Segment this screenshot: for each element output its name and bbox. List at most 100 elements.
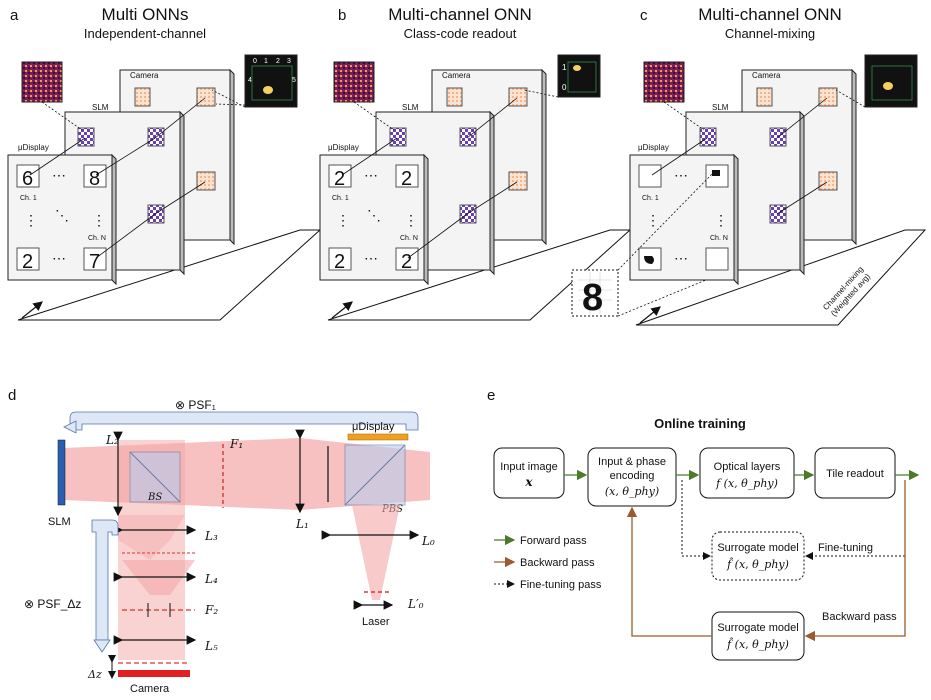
svg-text:x: x [524,475,533,489]
svg-text:f̂ (x, θ_phy): f̂ (x, θ_phy) [726,638,789,651]
svg-text:Ch. N: Ch. N [88,235,106,242]
svg-text:⋯: ⋯ [364,250,378,266]
svg-text:SLM: SLM [402,103,419,112]
svg-text:μDisplay: μDisplay [638,143,669,152]
digit-a-tl: 6 [22,168,33,190]
svg-text:⋯: ⋯ [674,250,688,266]
digit-a-bl: 2 [22,251,33,273]
svg-text:encoding: encoding [610,470,655,482]
camera-label: Camera [130,71,159,80]
svg-text:(x, θ_phy): (x, θ_phy) [605,485,659,498]
svg-text:F₁: F₁ [229,437,243,451]
svg-text:⋮: ⋮ [404,212,418,228]
panel-b-title: Multi-channel ONN [388,5,532,24]
svg-text:Fine-tuning: Fine-tuning [818,542,873,554]
svg-text:L₄: L₄ [204,572,218,586]
svg-text:⋮: ⋮ [646,212,660,228]
svg-text:5: 5 [292,77,296,84]
svg-text:μDisplay: μDisplay [328,143,359,152]
panel-e: e Online training Input image x Input & … [487,387,920,661]
svg-text:Input & phase: Input & phase [598,456,666,468]
svg-text:4: 4 [248,77,252,84]
svg-text:L₁: L₁ [295,517,309,531]
encoding-box [587,447,677,507]
svg-text:Ch. 1: Ch. 1 [20,195,37,202]
panel-a-subtitle: Independent-channel [84,26,206,41]
svg-text:1: 1 [562,63,567,72]
digit-a-br: 7 [89,251,100,273]
panel-b-letter: b [338,7,346,24]
surrogate-top-box [711,531,805,581]
panel-e-letter: e [487,387,495,404]
svg-text:L₂: L₂ [105,433,119,447]
svg-text:0: 0 [253,58,257,65]
optical-layers-box [699,447,795,499]
svg-text:Camera: Camera [442,71,471,80]
panel-c-subtitle: Channel-mixing [725,26,815,41]
svg-text:Ch. 1: Ch. 1 [332,195,349,202]
panel-c-title: Multi-channel ONN [698,5,842,24]
psfdz-label: ⊗ PSF_Δz [24,597,81,611]
svg-text:2: 2 [401,168,412,190]
panel-d: d ⊗ PSF₁ SLM L₂ BS F₁ L₁ PBS μDisplay [8,387,435,695]
flow-title: Online training [654,416,746,431]
svg-text:SLM: SLM [712,103,729,112]
slm-label: SLM [92,103,109,112]
svg-text:L′₀: L′₀ [407,597,424,611]
svg-text:BS: BS [147,492,162,503]
svg-text:L₃: L₃ [204,529,218,543]
svg-text:3: 3 [287,58,291,65]
legend-forward: Forward pass [520,535,587,547]
udisplay-d-label: μDisplay [352,421,395,433]
camera-d-label: Camera [130,683,170,695]
svg-text:Ch. N: Ch. N [710,235,728,242]
udisplay-label: μDisplay [18,143,49,152]
panel-d-letter: d [8,387,16,404]
panel-c-letter: c [640,7,648,24]
svg-text:f̂ (x, θ_phy): f̂ (x, θ_phy) [726,558,789,571]
svg-text:2: 2 [401,251,412,273]
panel-a: a Multi ONNs Independent-channel Camera … [7,5,322,321]
svg-text:Camera: Camera [752,71,781,80]
svg-text:Tile readout: Tile readout [826,468,884,480]
svg-text:⋱: ⋱ [367,207,381,223]
svg-text:Backward pass: Backward pass [822,611,897,623]
svg-text:⋯: ⋯ [364,167,378,183]
digit-a-tr: 8 [89,168,100,190]
svg-text:⋯: ⋯ [52,250,66,266]
svg-text:Surrogate model: Surrogate model [717,622,798,634]
psf1-label: ⊗ PSF₁ [175,398,216,412]
panel-a-letter: a [10,7,19,24]
svg-text:f (x, θ_phy): f (x, θ_phy) [715,477,778,490]
zoom-digit: 8 [582,277,603,319]
svg-text:F₂: F₂ [204,603,218,617]
svg-text:⋯: ⋯ [674,167,688,183]
svg-text:Input image: Input image [500,461,557,473]
panel-b: b Multi-channel ONN Class-code readout C… [319,5,632,321]
panel-b-subtitle: Class-code readout [404,26,517,41]
svg-text:⋯: ⋯ [52,167,66,183]
panel-c: c Multi-channel ONN Channel-mixing Camer… [571,5,927,326]
legend-finetune: Fine-tuning pass [520,579,602,591]
svg-text:2: 2 [334,168,345,190]
svg-text:⋮: ⋮ [336,212,350,228]
panel-a-title: Multi ONNs [102,5,189,24]
input-image-box [493,447,565,499]
slm-d-label: SLM [48,516,71,528]
svg-text:Ch. 1: Ch. 1 [642,195,659,202]
svg-text:⋮: ⋮ [714,212,728,228]
svg-text:2: 2 [276,58,280,65]
svg-text:1: 1 [264,58,268,65]
tile-readout-box [814,447,896,499]
legend-backward: Backward pass [520,557,595,569]
svg-text:⋮: ⋮ [92,212,106,228]
svg-text:2: 2 [334,251,345,273]
surrogate-bottom-box [711,611,805,661]
svg-text:L₅: L₅ [204,639,218,653]
svg-text:Surrogate model: Surrogate model [717,542,798,554]
laser-label: Laser [362,616,390,628]
svg-text:Ch. N: Ch. N [400,235,418,242]
svg-text:⋱: ⋱ [55,207,69,223]
svg-text:⋮: ⋮ [24,212,38,228]
